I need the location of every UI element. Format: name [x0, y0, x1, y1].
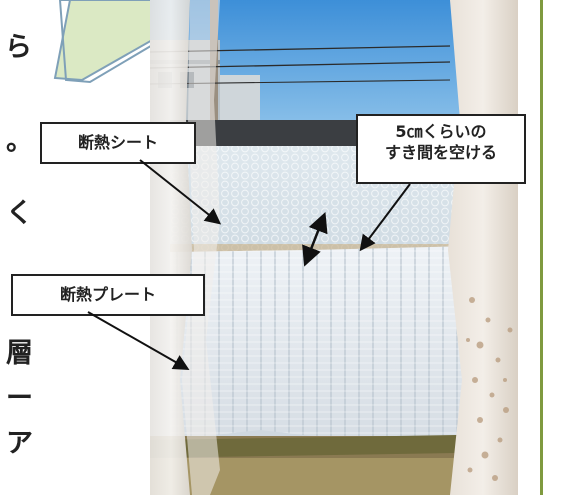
- callout-gap-line1: 5㎝くらいの: [395, 122, 487, 141]
- callout-insulation-plate: 断熱プレート: [11, 274, 205, 316]
- callout-insulation-sheet: 断熱シート: [40, 122, 196, 164]
- edge-text-3: く: [6, 198, 33, 229]
- side-rule: [540, 0, 543, 495]
- edge-text-1: ら: [5, 32, 32, 63]
- photo-illustration: [150, 0, 518, 495]
- window-insulation-photo: [150, 0, 518, 495]
- callout-gap: 5㎝くらいの すき間を空ける: [356, 114, 526, 184]
- edge-text-4: 層: [6, 338, 33, 369]
- edge-text-6: ア: [6, 428, 33, 459]
- edge-text-5: ー: [6, 383, 33, 414]
- edge-text-2: 。: [6, 126, 33, 157]
- callout-gap-line2: すき間を空ける: [384, 143, 497, 162]
